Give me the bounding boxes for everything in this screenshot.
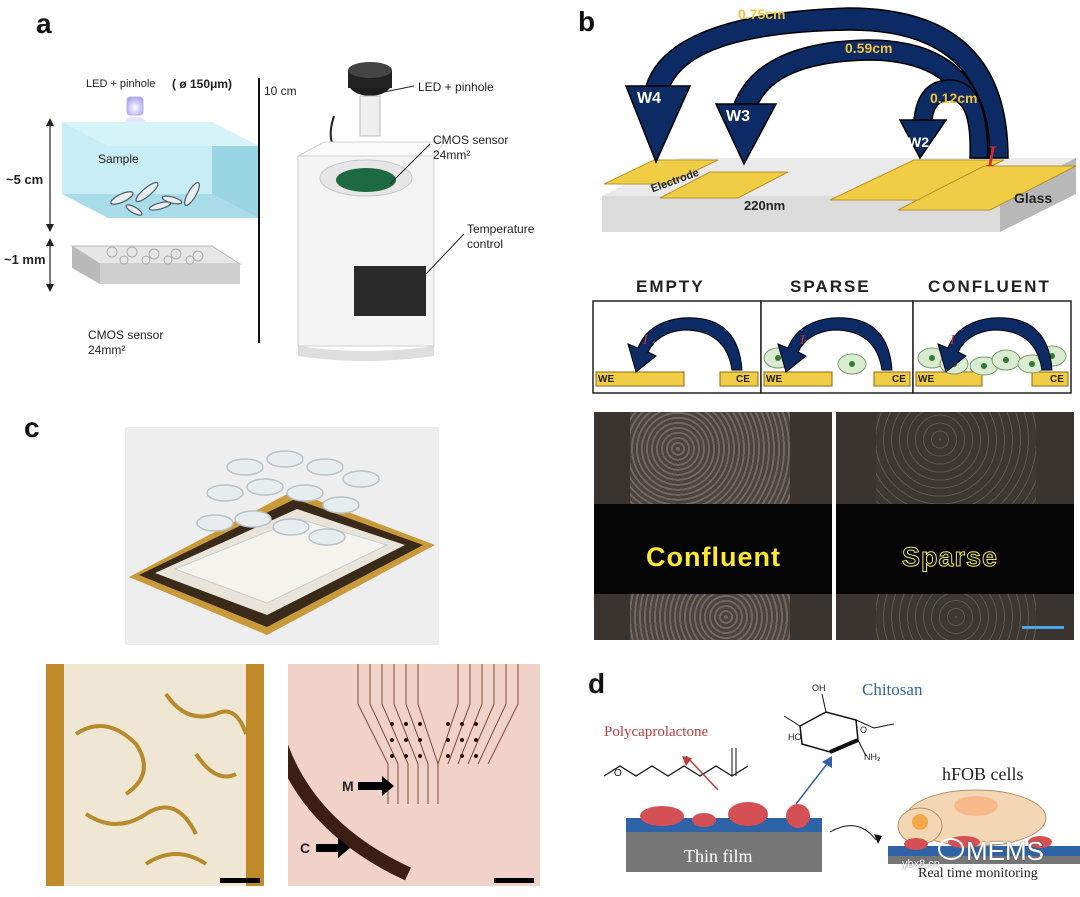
ce-label-sparse: CE	[892, 374, 906, 385]
height-scale-line	[258, 78, 260, 343]
electrode-arrow-diagram	[602, 7, 1077, 232]
watermark-brand: MEMS	[966, 836, 1044, 866]
sparse-photo-label: Sparse	[901, 542, 999, 573]
microscope-device-illustration	[297, 62, 445, 361]
thickness-label: 220nm	[744, 198, 786, 213]
chitosan-label: Chitosan	[862, 680, 923, 699]
current-i-sparse: I	[800, 333, 805, 348]
current-i-empty: I	[643, 333, 648, 348]
current-i-label: I	[986, 140, 996, 173]
chitosan-ring-o: O	[860, 725, 868, 735]
panel-c-letter: c	[24, 412, 40, 443]
watermark-site: ybx8.cn	[902, 858, 940, 870]
pcl-o-label: O	[614, 768, 622, 779]
w4-label: W4	[637, 90, 661, 107]
pinhole-diameter-label: ( ø 150μm)	[172, 77, 233, 91]
panel-b-letter: b	[578, 6, 596, 37]
scale-bar-left	[220, 878, 260, 883]
sample-label: Sample	[98, 152, 139, 166]
panel-a-letter: a	[36, 8, 52, 39]
device-pointer-lines	[383, 85, 465, 274]
we-label-confluent: WE	[918, 374, 935, 385]
confluent-micrograph	[594, 412, 832, 640]
distance-w4-label: 0.75cm	[738, 6, 786, 22]
ce-label-confluent: CE	[1050, 374, 1064, 385]
panel-d-letter: d	[588, 668, 606, 699]
chitosan-structure	[783, 693, 895, 757]
polycaprolactone-structure	[603, 748, 749, 777]
micrograph-scale-bar	[1022, 626, 1064, 629]
chitosan-oh: OH	[812, 683, 826, 693]
sparse-micrograph	[836, 412, 1074, 640]
confluent-photo-label: Confluent	[646, 542, 781, 572]
temperature-label-line2: control	[467, 237, 504, 251]
distance-w3-label: 0.59cm	[845, 40, 893, 56]
dim-1mm-label: ~1 mm	[4, 252, 46, 267]
cmos-left-label-line2: 24mm²	[88, 343, 126, 357]
cmos-right-label-line1: CMOS sensor	[433, 133, 509, 147]
cmos-right-label-line2: 24mm²	[433, 148, 471, 162]
height-10cm-label: 10 cm	[264, 84, 297, 98]
well-array-device-photo	[125, 427, 439, 645]
state-sparse-title: SPARSE	[790, 277, 871, 296]
temperature-label-line1: Temperature	[467, 222, 535, 236]
thin-film-label: Thin film	[684, 846, 753, 866]
sample-chamber-illustration	[62, 122, 258, 284]
state-empty-title: EMPTY	[636, 277, 705, 296]
dim-5cm-label: ~5 cm	[6, 172, 44, 187]
state-confluent-title: CONFLUENT	[928, 277, 1051, 296]
label-m: M	[342, 778, 354, 794]
we-label-empty: WE	[598, 374, 615, 385]
cmos-left-label-line1: CMOS sensor	[88, 328, 164, 342]
thin-film-illustration	[626, 756, 1080, 872]
scale-bar-right	[494, 878, 534, 883]
dimension-arrows	[46, 118, 54, 292]
monitoring-label: Real time monitoring	[918, 866, 1038, 881]
distance-w2-label: 0.12cm	[930, 90, 978, 106]
electrode-closeup-photo	[46, 664, 264, 886]
w3-label: W3	[726, 108, 750, 125]
current-i-confluent: I	[950, 333, 955, 348]
electrode-layout-photo	[288, 664, 540, 886]
led-pinhole-label-left: LED + pinhole	[86, 78, 156, 90]
hfob-label: hFOB cells	[942, 764, 1024, 784]
cell-state-boxes	[592, 300, 1072, 394]
glass-label: Glass	[1014, 190, 1053, 206]
label-c: C	[300, 840, 311, 856]
led-pinhole-label-right: LED + pinhole	[418, 80, 494, 94]
polycaprolactone-label: Polycaprolactone	[604, 724, 709, 740]
ce-label-empty: CE	[736, 374, 750, 385]
chitosan-ho: HO	[788, 732, 802, 742]
chitosan-nh2: NH₂	[864, 752, 881, 762]
w2-label: W2	[908, 134, 929, 150]
wechat-icon	[938, 838, 964, 860]
we-label-sparse: WE	[766, 374, 783, 385]
